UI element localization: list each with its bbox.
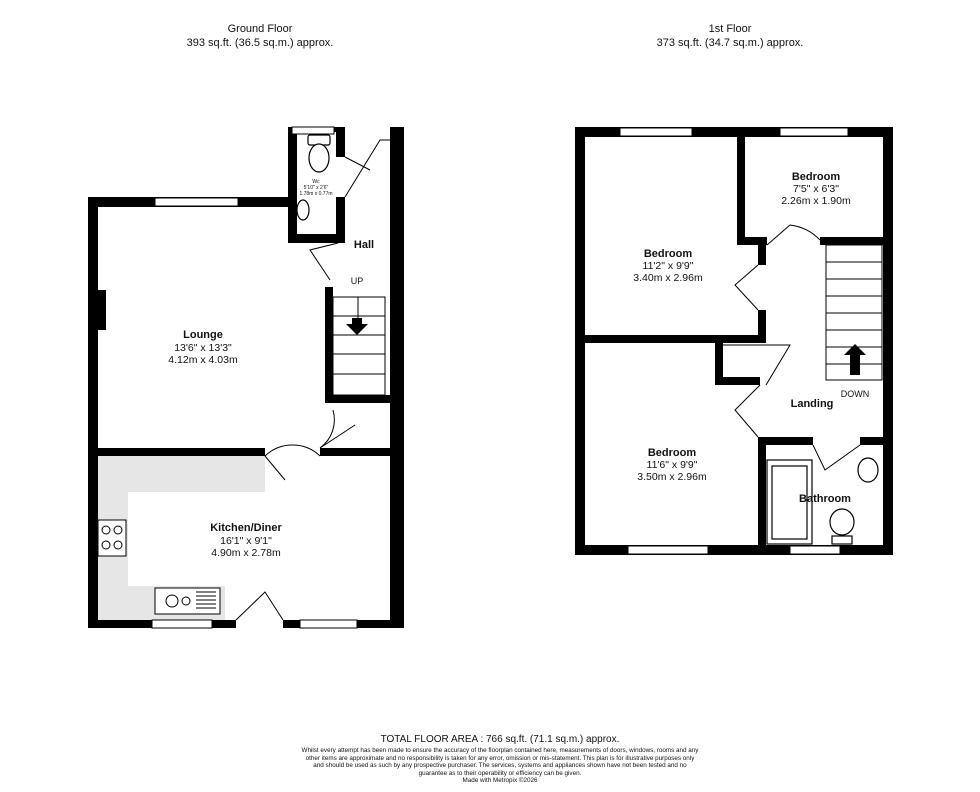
bedroom2-name: Bedroom <box>792 171 841 183</box>
first-floor-plan: Bedroom 11'2" x 9'9" 3.40m x 2.96m Bedro… <box>575 127 893 555</box>
wc-metric: 1.78m x 0.77m <box>299 191 332 197</box>
kitchen-worktop <box>98 456 265 620</box>
bedroom2-imperial: 7'5" x 6'3" <box>793 183 839 195</box>
ground-floor-doors <box>235 139 390 621</box>
ground-floor-title: Ground Floor <box>227 23 293 35</box>
stairs-arrow-icon <box>346 318 368 335</box>
footer: TOTAL FLOOR AREA : 766 sq.ft. (71.1 sq.m… <box>300 734 700 785</box>
wc-name: Wc <box>312 179 320 185</box>
hob <box>97 519 127 557</box>
first-floor-header: 1st Floor 373 sq.ft. (34.7 sq.m.) approx… <box>580 22 880 50</box>
lounge-imperial: 13'6" x 13'3" <box>174 342 232 354</box>
landing-name: Landing <box>791 398 834 410</box>
ground-floor-area: 393 sq.ft. (36.5 sq.m.) approx. <box>186 37 334 49</box>
bedroom3-name: Bedroom <box>648 447 697 459</box>
first-floor-area: 373 sq.ft. (34.7 sq.m.) approx. <box>656 37 804 49</box>
bedroom1-imperial: 11'2" x 9'9" <box>643 260 694 272</box>
made-with: Made with Metropix ©2026 <box>462 777 538 785</box>
bedroom3-metric: 3.50m x 2.96m <box>637 471 707 483</box>
kitchen-metric: 4.90m x 2.78m <box>211 547 281 559</box>
ground-floor-stairs <box>332 296 386 396</box>
kitchen-name: Kitchen/Diner <box>210 522 282 534</box>
total-floor-area: TOTAL FLOOR AREA : 766 sq.ft. (71.1 sq.m… <box>380 734 620 745</box>
lounge-name: Lounge <box>183 329 223 341</box>
bathroom-fixtures <box>766 457 879 545</box>
first-floor-title: 1st Floor <box>708 23 752 35</box>
ground-floor-header: Ground Floor 393 sq.ft. (36.5 sq.m.) app… <box>110 22 410 50</box>
first-floor-windows <box>619 127 849 555</box>
kitchen-imperial: 16'1" x 9'1" <box>220 535 272 547</box>
bedroom3-imperial: 11'6" x 9'9" <box>647 459 698 471</box>
wc-imperial: 5'10" x 2'6" <box>304 185 329 191</box>
stairs-up-label: UP <box>351 276 364 286</box>
wc-fixtures <box>296 134 331 221</box>
hall-name: Hall <box>354 239 374 251</box>
first-floor-walls <box>575 127 893 555</box>
bedroom2-metric: 2.26m x 1.90m <box>781 195 851 207</box>
bathroom-name: Bathroom <box>799 493 851 505</box>
bedroom1-metric: 3.40m x 2.96m <box>633 272 703 284</box>
lounge-metric: 4.12m x 4.03m <box>168 354 238 366</box>
bedroom1-name: Bedroom <box>644 248 693 260</box>
sink <box>154 587 221 615</box>
stairs-arrow-icon <box>844 344 866 375</box>
ground-floor-plan: Lounge 13'6" x 13'3" 4.12m x 4.03m Kitch… <box>88 126 404 629</box>
ground-floor-windows <box>151 126 358 629</box>
disclaimer: Whilst every attempt has been made to en… <box>301 747 699 777</box>
stairs-down-label: DOWN <box>841 389 870 399</box>
first-floor-doors <box>723 224 861 471</box>
first-floor-stairs <box>825 244 883 381</box>
